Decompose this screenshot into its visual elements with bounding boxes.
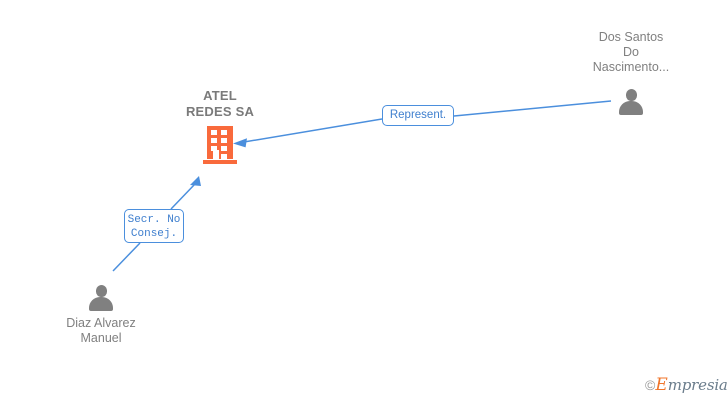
- building-icon: [203, 126, 237, 164]
- arrowhead-secretary: [190, 176, 201, 186]
- person-icon: [86, 285, 116, 311]
- relation-label-secretary[interactable]: Secr. No Consej.: [124, 209, 184, 243]
- relation-label-represent[interactable]: Represent.: [382, 105, 454, 126]
- company-name-label: ATEL REDES SA: [185, 88, 255, 119]
- person-name-label: Diaz Alvarez Manuel: [66, 316, 136, 345]
- person-icon: [616, 89, 646, 115]
- person-name-label: Dos Santos Do Nascimento...: [592, 30, 670, 74]
- copyright-symbol: ©: [645, 377, 656, 393]
- person-node-diaz-alvarez[interactable]: Diaz Alvarez Manuel: [31, 285, 171, 346]
- brand-name: mpresia: [667, 376, 728, 394]
- person-node-dos-santos[interactable]: Dos Santos Do Nascimento...: [561, 30, 701, 115]
- company-node[interactable]: ATEL REDES SA: [150, 88, 290, 164]
- watermark: ©Empresia: [645, 377, 728, 394]
- edge-secretary-lower-segment: [112, 242, 141, 272]
- edge-secretary-upper-segment: [170, 183, 196, 210]
- brand-initial: E: [655, 375, 668, 395]
